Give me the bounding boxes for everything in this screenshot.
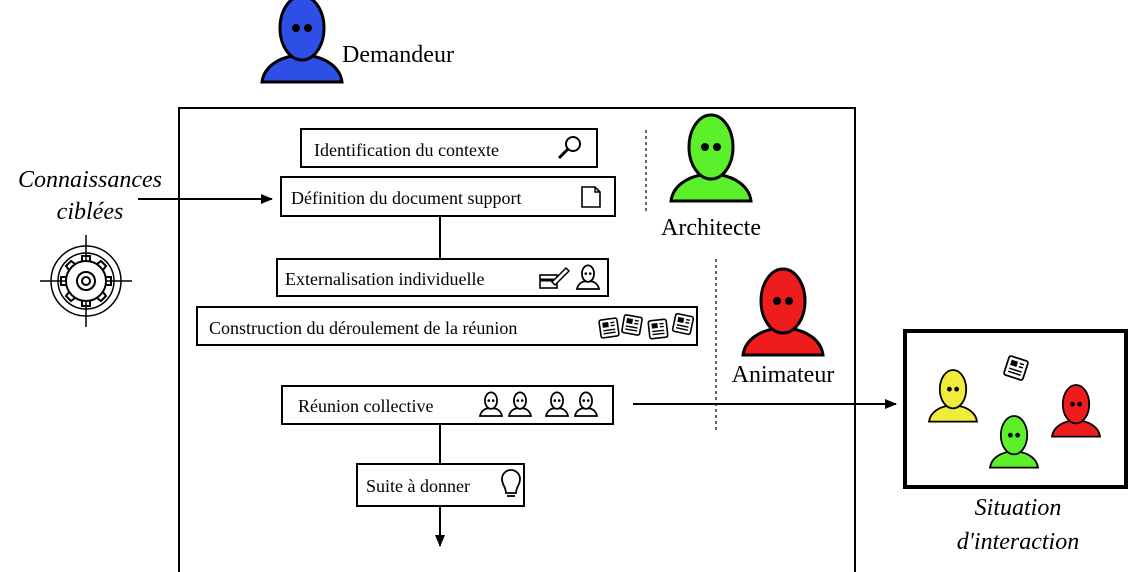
step-label: Construction du déroulement de la réunio… bbox=[209, 318, 517, 338]
step-identification: Identification du contexte bbox=[300, 128, 598, 168]
step-label: Externalisation individuelle bbox=[285, 269, 484, 289]
magnifier-icon bbox=[557, 136, 581, 160]
facilitator-label: Animateur bbox=[732, 362, 835, 388]
gear-target-icon bbox=[40, 235, 132, 327]
writing-person-icon bbox=[539, 264, 600, 290]
input-label-line2: ciblées bbox=[57, 199, 124, 225]
output-label-line2: d'interaction bbox=[957, 529, 1079, 555]
step-label: Identification du contexte bbox=[314, 140, 499, 160]
input-label-line1: Connaissances bbox=[18, 167, 162, 193]
output-label-line1: Situation bbox=[975, 495, 1062, 521]
requester-label: Demandeur bbox=[342, 42, 454, 68]
step-construction: Construction du déroulement de la réunio… bbox=[196, 306, 698, 346]
facilitator-avatar bbox=[741, 267, 825, 357]
lightbulb-icon bbox=[501, 469, 521, 497]
step-reunion: Réunion collective bbox=[281, 385, 614, 425]
step-externalisation: Externalisation individuelle bbox=[276, 258, 609, 297]
step-label: Réunion collective bbox=[298, 396, 433, 416]
requester-avatar bbox=[260, 0, 344, 84]
document-icon bbox=[581, 186, 601, 208]
process-frame bbox=[178, 107, 856, 572]
architect-label: Architecte bbox=[661, 215, 761, 241]
step-suite: Suite à donner bbox=[356, 463, 525, 507]
step-label: Suite à donner bbox=[366, 476, 470, 496]
architect-avatar bbox=[669, 113, 753, 203]
step-definition: Définition du document support bbox=[280, 176, 616, 217]
step-label: Définition du document support bbox=[291, 188, 521, 208]
